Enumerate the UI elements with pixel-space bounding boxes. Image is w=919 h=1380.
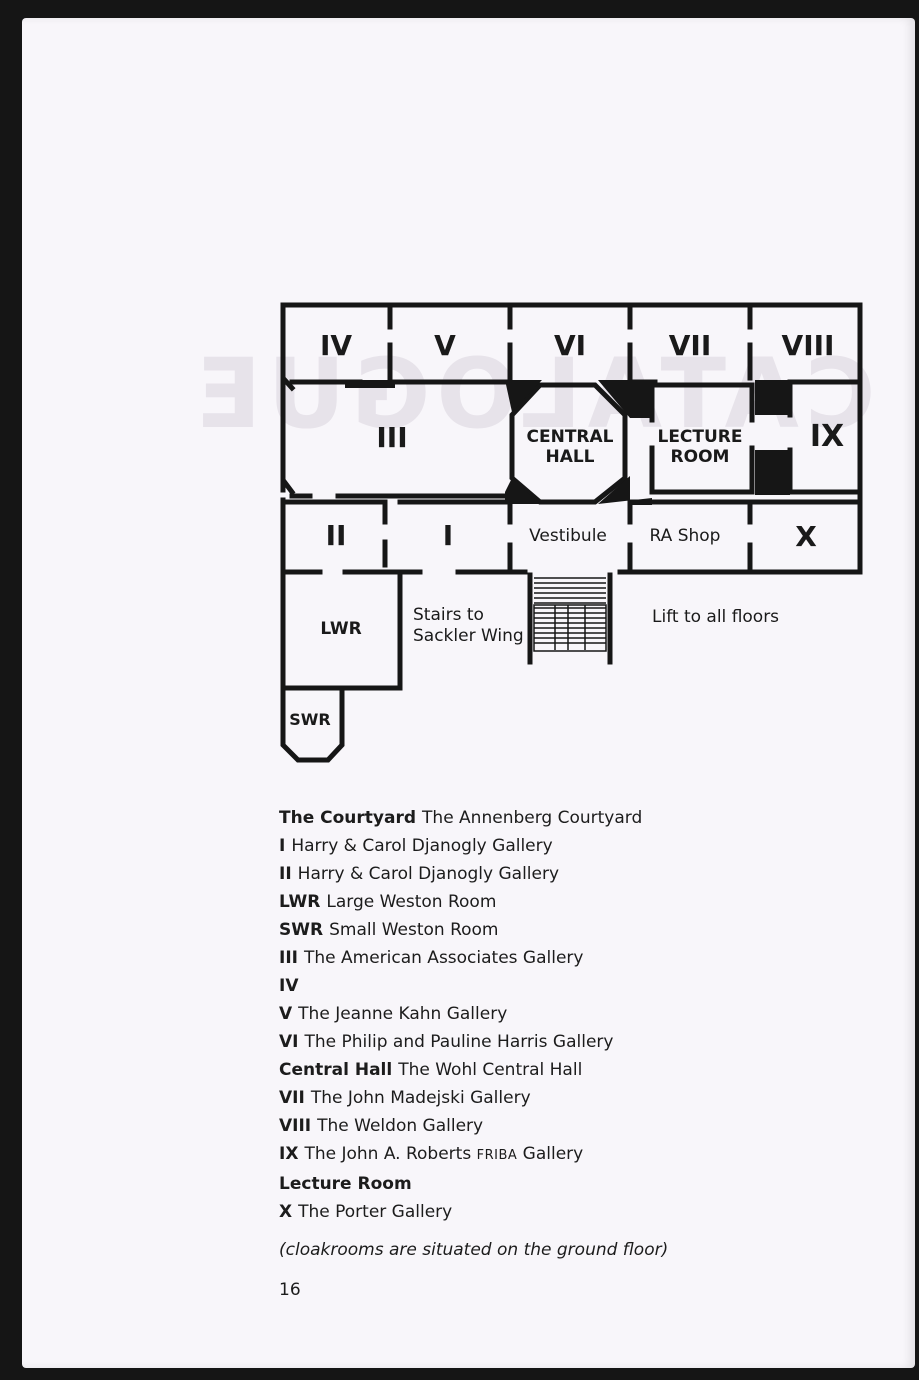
lecture-room-label-line2: ROOM: [671, 447, 730, 467]
room-viii-label: VIII: [782, 329, 835, 362]
floor-plan: IV V VI VII VIII III CENTRAL HALL LECTUR…: [280, 302, 863, 763]
swr-label: SWR: [289, 710, 331, 729]
room-vii-label: VII: [669, 329, 712, 362]
lift-label: Lift to all floors: [652, 607, 779, 627]
lwr-label: LWR: [320, 619, 361, 639]
room-v-label: V: [434, 329, 456, 362]
cloakroom-note: (cloakrooms are situated on the ground f…: [279, 1240, 669, 1260]
plan-solid-walls: [345, 380, 790, 505]
page: CATALOGUE: [22, 18, 915, 1368]
page-number: 16: [279, 1280, 301, 1300]
room-i-label: I: [443, 519, 453, 552]
legend-item: IV: [279, 976, 299, 996]
ra-shop-label: RA Shop: [650, 526, 721, 546]
lecture-room-label-line1: LECTURE: [657, 427, 742, 447]
room-x-label: X: [795, 520, 817, 553]
room-ix-label: IX: [810, 419, 844, 454]
stairs-icon: [533, 577, 607, 652]
stairs-label-line2: Sackler Wing: [413, 626, 524, 646]
legend-item: Lecture Room: [279, 1174, 412, 1194]
room-iii-label: III: [376, 421, 407, 454]
vestibule-label: Vestibule: [529, 526, 607, 546]
central-hall-label-line1: CENTRAL: [527, 427, 614, 447]
room-ii-label: II: [326, 519, 347, 552]
room-iv-label: IV: [320, 329, 352, 362]
central-hall-label-line2: HALL: [545, 447, 594, 467]
stairs-label-line1: Stairs to: [413, 605, 484, 625]
room-vi-label: VI: [554, 329, 586, 362]
